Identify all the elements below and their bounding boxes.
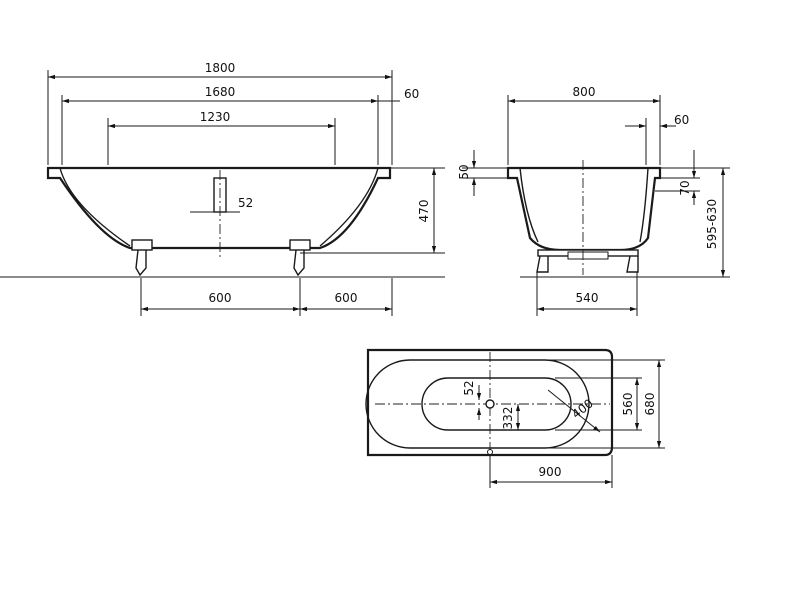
side-view: 1800 1680 60 1230 52 470 600 600 bbox=[0, 61, 445, 316]
dim-top-drain: 52 bbox=[462, 380, 476, 395]
side-view-leg-left bbox=[131, 239, 153, 277]
dim-leg-span: 540 bbox=[576, 291, 599, 305]
side-view-tub-outline bbox=[46, 166, 392, 250]
dim-inner-width: 560 bbox=[621, 393, 635, 416]
dim-center-length: 900 bbox=[539, 465, 562, 479]
dim-height: 470 bbox=[417, 200, 431, 223]
dim-line-radius bbox=[547, 389, 601, 433]
dim-rim-thickness: 50 bbox=[457, 164, 471, 179]
dim-total-height: 595-630 bbox=[705, 199, 719, 249]
side-view-leg-right bbox=[289, 239, 311, 277]
end-view-inner-wall bbox=[519, 167, 649, 243]
side-view-drain bbox=[190, 170, 240, 258]
dim-width: 800 bbox=[573, 85, 596, 99]
top-view-bottom-area bbox=[421, 377, 572, 431]
dim-rim-depth: 70 bbox=[678, 180, 692, 195]
end-view-tub-outline bbox=[506, 166, 662, 252]
dim-drain-offset: 332 bbox=[501, 407, 515, 430]
dim-rim: 60 bbox=[404, 87, 419, 101]
dim-drain: 52 bbox=[238, 196, 253, 210]
top-view-outer-outline bbox=[366, 348, 614, 457]
end-view: 800 60 50 70 595-630 540 bbox=[457, 85, 730, 316]
dim-leg-right: 600 bbox=[335, 291, 358, 305]
dim-rim-width: 60 bbox=[674, 113, 689, 127]
top-view-drain bbox=[485, 399, 495, 409]
dim-total-length: 1800 bbox=[205, 61, 236, 75]
end-view-feet bbox=[536, 249, 639, 273]
dim-bottom-length: 1230 bbox=[200, 110, 231, 124]
dim-inner-length: 1680 bbox=[205, 85, 236, 99]
dim-radius: 400 bbox=[569, 396, 596, 421]
top-view: 52 332 400 560 680 900 bbox=[365, 348, 665, 488]
dim-leg-left: 600 bbox=[209, 291, 232, 305]
side-view-inner-wall bbox=[59, 167, 379, 247]
dim-outer-width: 680 bbox=[643, 393, 657, 416]
